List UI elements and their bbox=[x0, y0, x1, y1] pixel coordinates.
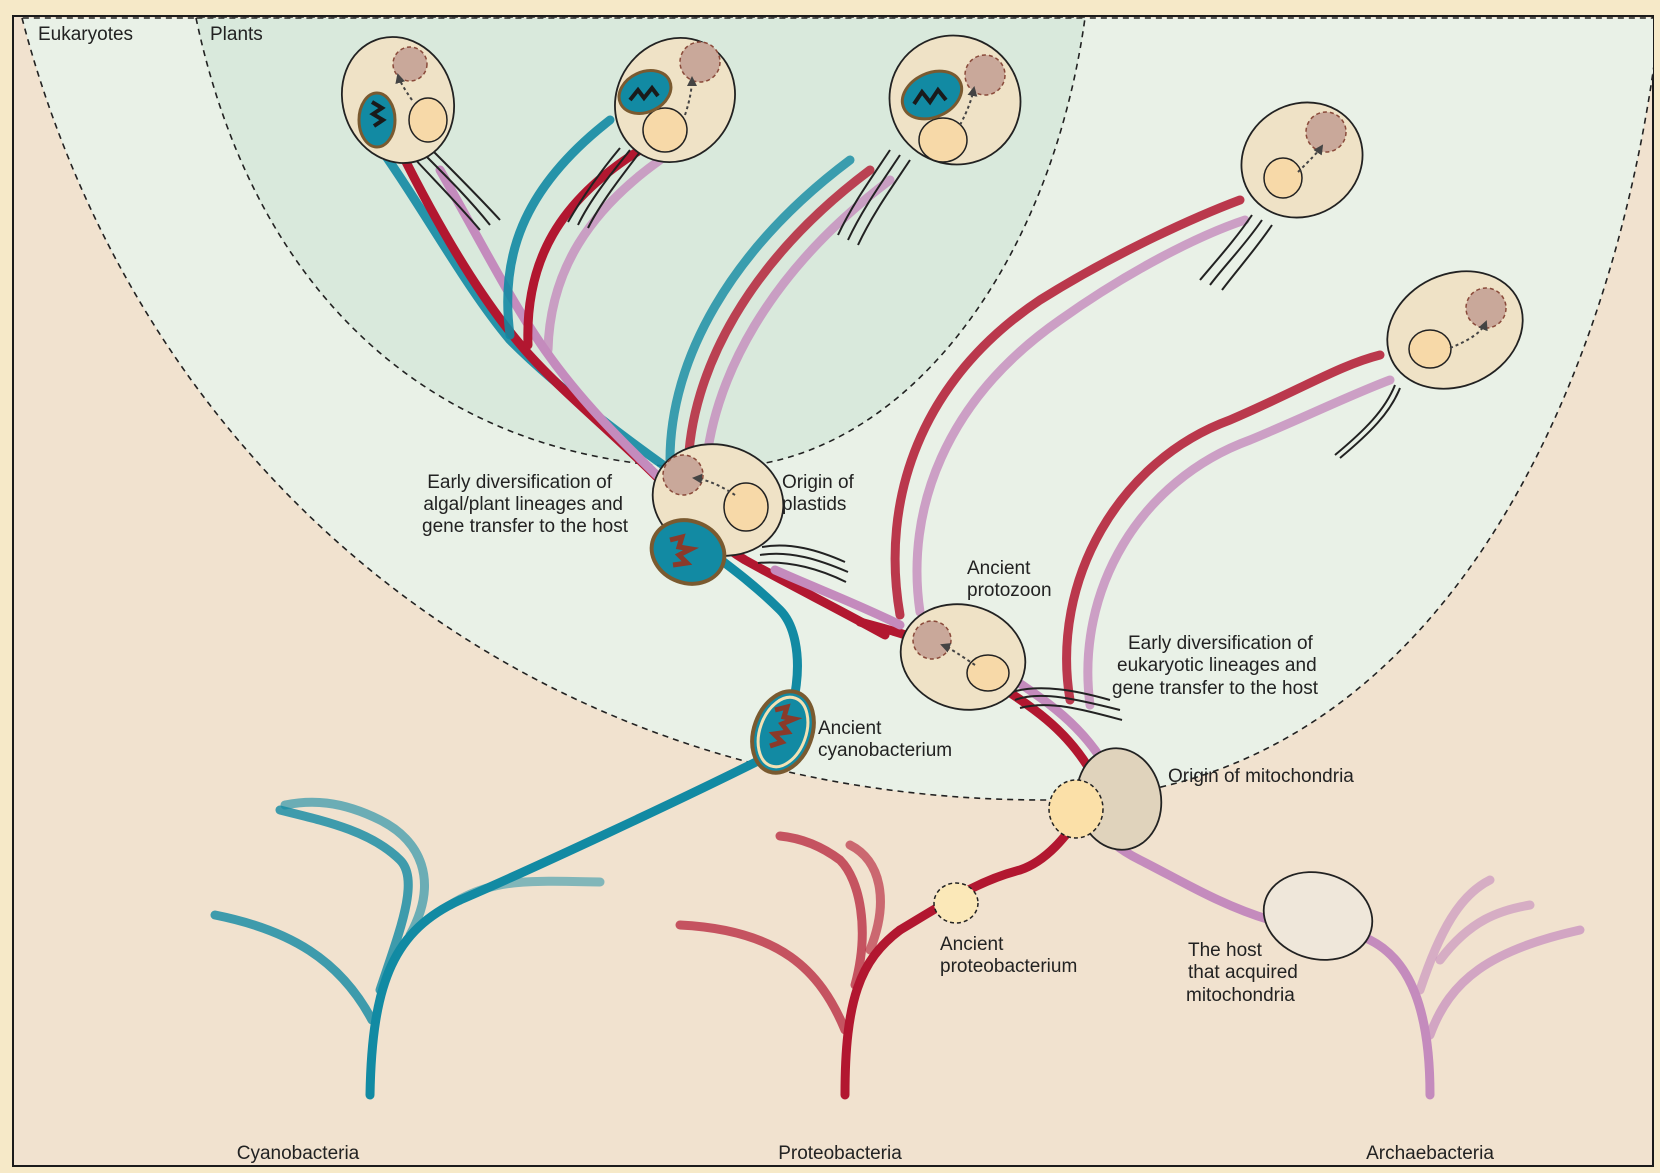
svg-text:Origin of: Origin of bbox=[782, 472, 855, 493]
nucleus-icon bbox=[913, 621, 951, 659]
svg-text:mitochondria: mitochondria bbox=[1186, 985, 1295, 1006]
svg-text:Early diversification of: Early diversification of bbox=[427, 472, 613, 493]
svg-text:that acquired: that acquired bbox=[1188, 962, 1298, 983]
plants-label: Plants bbox=[210, 24, 263, 45]
mitochondrion-icon bbox=[1049, 780, 1103, 838]
svg-text:algal/plant lineages and: algal/plant lineages and bbox=[423, 494, 623, 515]
svg-text:Ancient: Ancient bbox=[940, 934, 1004, 955]
svg-text:Ancient: Ancient bbox=[818, 718, 882, 739]
svg-text:protozoon: protozoon bbox=[967, 580, 1052, 601]
svg-text:gene transfer to the host: gene transfer to the host bbox=[422, 516, 629, 537]
group-label-archaebacteria: Archaebacteria bbox=[1366, 1143, 1494, 1164]
label-origin-plastids: Origin of plastids bbox=[782, 472, 855, 515]
group-label-cyanobacteria: Cyanobacteria bbox=[237, 1143, 360, 1164]
proteobacterium-icon bbox=[934, 883, 978, 923]
eukaryotes-label: Eukaryotes bbox=[38, 24, 133, 45]
label-early-eukaryotic: Early diversification of eukaryotic line… bbox=[1112, 633, 1319, 699]
svg-text:Early diversification of: Early diversification of bbox=[1128, 633, 1314, 654]
nucleus-icon bbox=[393, 47, 427, 81]
nucleus-icon bbox=[680, 42, 720, 82]
mitochondrion-icon bbox=[724, 483, 768, 531]
mitochondrion-icon bbox=[1264, 158, 1302, 198]
svg-text:gene transfer to the host: gene transfer to the host bbox=[1112, 678, 1319, 699]
nucleus-icon bbox=[965, 55, 1005, 95]
svg-text:The host: The host bbox=[1188, 940, 1263, 961]
svg-text:eukaryotic lineages and: eukaryotic lineages and bbox=[1117, 655, 1317, 676]
nucleus-icon bbox=[663, 455, 703, 495]
nucleus-icon bbox=[1306, 112, 1346, 152]
mitochondrion-icon bbox=[1409, 330, 1451, 368]
mitochondrion-icon bbox=[643, 108, 687, 152]
mitochondrion-icon bbox=[967, 655, 1009, 691]
label-early-algal: Early diversification of algal/plant lin… bbox=[422, 472, 629, 537]
chloroplast-icon bbox=[359, 93, 395, 147]
label-origin-mitochondria: Origin of mitochondria bbox=[1168, 766, 1354, 787]
svg-text:proteobacterium: proteobacterium bbox=[940, 956, 1077, 977]
nucleus-icon bbox=[1466, 288, 1506, 328]
group-label-proteobacteria: Proteobacteria bbox=[778, 1143, 902, 1164]
svg-text:plastids: plastids bbox=[782, 494, 846, 515]
svg-text:Ancient: Ancient bbox=[967, 558, 1031, 579]
svg-text:cyanobacterium: cyanobacterium bbox=[818, 740, 952, 761]
mitochondrion-icon bbox=[409, 98, 447, 142]
